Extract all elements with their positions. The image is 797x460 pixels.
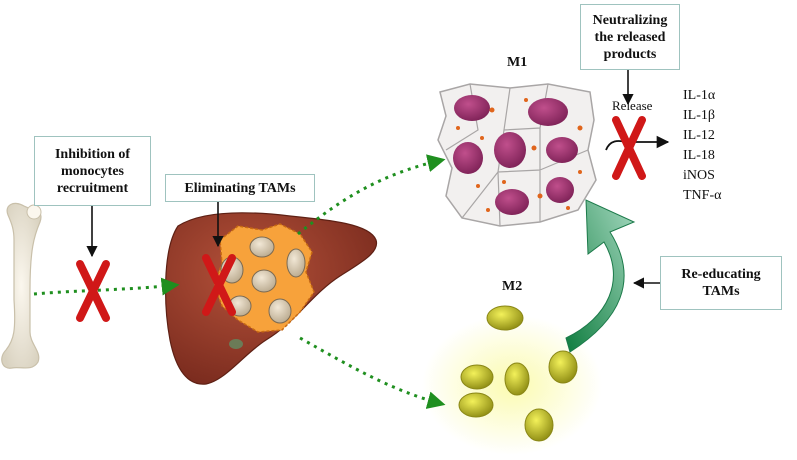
m1-label: M1 xyxy=(507,55,528,70)
liver-to-m1-arrow xyxy=(297,154,446,236)
cytokine-item: IL-12 xyxy=(683,128,715,143)
eliminating-box: Eliminating TAMs xyxy=(165,174,315,202)
release-label: Release xyxy=(612,98,653,113)
m2-macrophage-cluster xyxy=(422,305,602,455)
cytokine-item: TNF-α xyxy=(683,188,722,203)
reeducating-box: Re-educating TAMs xyxy=(660,256,782,310)
m1-macrophage-cluster xyxy=(437,83,597,227)
red-x-icon xyxy=(202,254,236,316)
release-arrow xyxy=(605,135,670,151)
neutralizing-box: Neutralizing the released products xyxy=(580,4,680,70)
cytokine-item: IL-1α xyxy=(683,88,716,103)
bone-to-liver-arrow xyxy=(33,277,180,296)
reeducating-arrow xyxy=(565,199,636,353)
red-x-icon xyxy=(76,260,110,322)
cytokine-list: IL-1α IL-1β IL-12 IL-18 iNOS TNF-α xyxy=(683,86,721,206)
m2-label: M2 xyxy=(502,279,523,294)
inhibition-box: Inhibition of monocytes recruitment xyxy=(34,136,151,206)
cytokine-item: IL-18 xyxy=(683,148,715,163)
cytokine-item: IL-1β xyxy=(683,108,715,123)
cytokine-item: iNOS xyxy=(683,168,715,183)
liver-to-m2-arrow xyxy=(299,336,446,409)
femur-bone-icon xyxy=(1,202,42,369)
red-x-icon xyxy=(612,116,646,180)
